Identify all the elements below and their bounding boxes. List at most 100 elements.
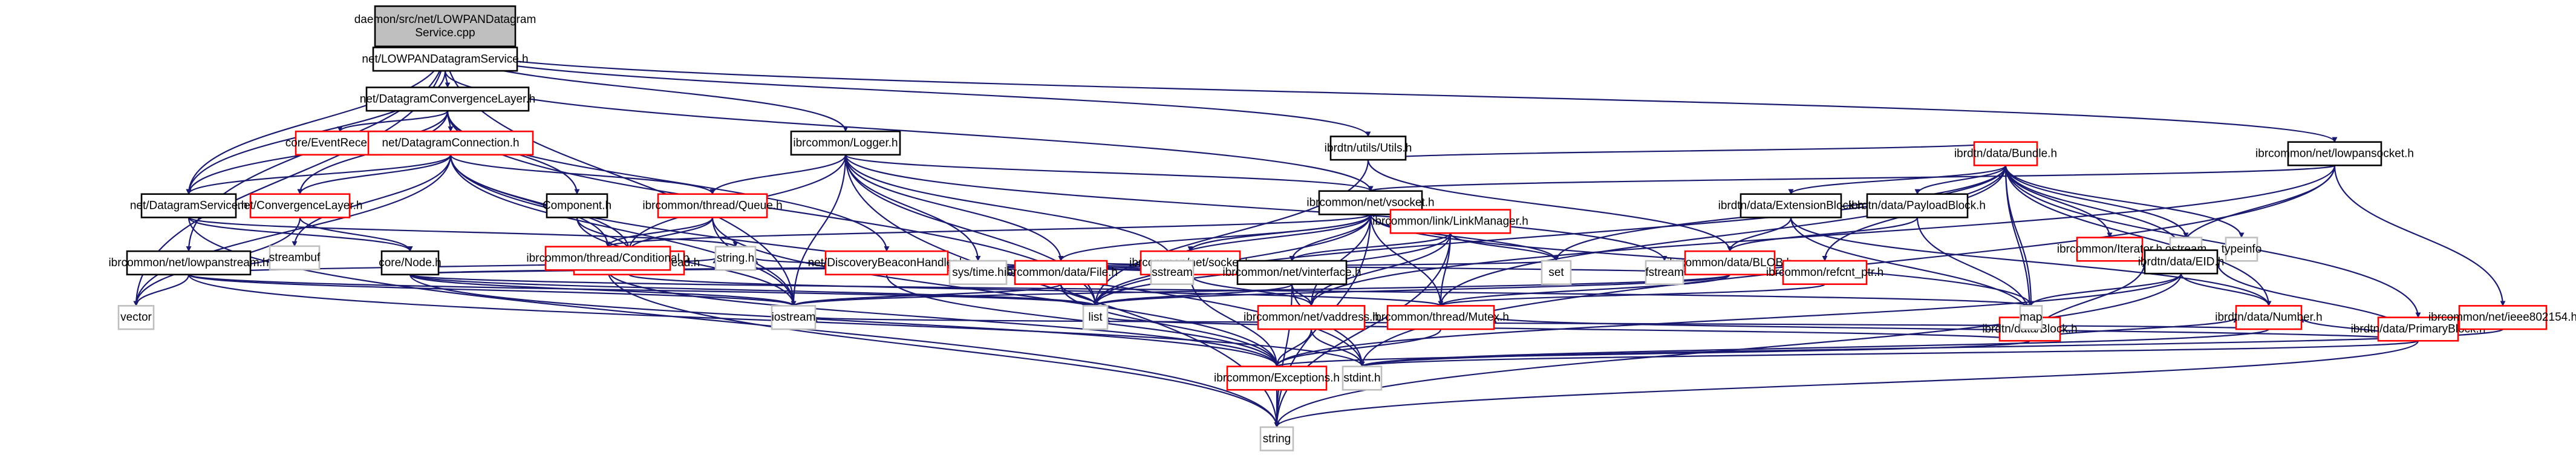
graph-node-payloadblock-h[interactable]: ibrdtn/data/PayloadBlock.h (1849, 193, 1986, 218)
graph-node-dcl-h[interactable]: net/DatagramConvergenceLayer.h (360, 87, 535, 112)
graph-node-set: set (1541, 260, 1572, 285)
graph-node-lowpanstream-h[interactable]: ibrcommon/net/lowpanstream.h (108, 250, 269, 276)
graph-node-list: list (1082, 305, 1109, 330)
node-label: net/ConvergenceLayer.h (237, 200, 362, 212)
graph-node-utils-h[interactable]: ibrdtn/utils/Utils.h (1325, 136, 1412, 161)
node-box (714, 246, 757, 271)
node-box (2235, 305, 2303, 330)
graph-node-dconn-h[interactable]: net/DatagramConnection.h (367, 130, 534, 156)
node-box (1226, 365, 1328, 391)
edge-node_h-to-map (409, 273, 2033, 307)
node-label: net/DatagramConnection.h (382, 137, 519, 149)
edge-eid_h-to-number_h (2180, 273, 2272, 307)
graph-node-queue-h[interactable]: ibrcommon/thread/Queue.h (642, 193, 783, 218)
node-label: ibrcommon/net/vaddress.h (1244, 311, 1379, 324)
graph-node-conditional-h[interactable]: ibrcommon/thread/Conditional.h (526, 246, 690, 271)
graph-node-dservice-h[interactable]: net/DatagramService.h (130, 193, 247, 218)
edge-mutex_h-to-exceptions_h (1274, 329, 1442, 367)
edge-eid_h-to-exceptions_h (1274, 273, 2182, 367)
graph-node-vector: vector (117, 305, 155, 330)
edge-file_h-to-exceptions_h (1060, 284, 1280, 367)
graph-node-node-h[interactable]: core/Node.h (379, 250, 442, 276)
edge-eid_h-to-map (2028, 273, 2182, 307)
nodes-layer: daemon/src/net/LOWPANDatagramService.cpp… (108, 5, 2576, 451)
graph-node-linkmanager-h[interactable]: ibrcommon/link/LinkManager.h (1372, 209, 1528, 234)
graph-node-eid-h[interactable]: ibrdtn/data/EID.h (2138, 249, 2225, 275)
edge-vinterface_h-to-list (1092, 283, 1293, 307)
edge-dconn_h-to-cl_h (297, 154, 452, 195)
graph-node-extblock-h[interactable]: ibrdtn/data/ExtensionBlock.h (1718, 193, 1864, 218)
node-box (1973, 141, 2038, 166)
graph-node-file-h[interactable]: ibrcommon/data/File.h (1004, 260, 1118, 285)
graph-node-refcnt-h[interactable]: ibrcommon/refcnt_ptr.h (1766, 260, 1883, 285)
graph-node-vinterface-h[interactable]: ibrcommon/net/vinterface.h (1222, 260, 1361, 285)
graph-node-ieee-h[interactable]: ibrcommon/net/ieee802154.h (2428, 305, 2576, 330)
edge-logger_h-to-queue_h (709, 154, 847, 195)
edge-dconn_h-to-queue_h (449, 154, 716, 195)
node-label: ibrdtn/data/EID.h (2138, 255, 2225, 268)
edge-lowpan_ds_h-to-vsocket_h (444, 70, 1374, 192)
edge-bundle_h-to-primaryblock_h (2004, 165, 2421, 318)
graph-node-component-h[interactable]: Component.h (543, 193, 611, 218)
node-label: ibrdtn/utils/Utils.h (1325, 142, 1412, 154)
graph-node-vaddress-h[interactable]: ibrcommon/net/vaddress.h (1244, 305, 1379, 330)
edge-root-to-dservice_h (186, 46, 446, 195)
edge-primaryblock_h-to-stdint_h (1360, 340, 2419, 367)
graph-node-blob-h[interactable]: ibrcommon/data/BLOB.h (1667, 250, 1793, 276)
node-box (1866, 193, 1969, 218)
node-label: Service.cpp (415, 27, 475, 39)
edge-vsocket_h-to-file_h (1058, 214, 1372, 261)
node-label: ibrcommon/thread/Queue.h (642, 200, 782, 212)
edge-utils_h-to-blob_h (1367, 160, 1733, 252)
edge-dservice_h-to-string_h (187, 217, 739, 247)
edge-bundle_h-to-typeinfo (2004, 165, 2245, 238)
node-label: core/EventReceiver.h (285, 137, 395, 149)
edge-eid_h-to-string (1274, 273, 2182, 428)
node-box (2144, 249, 2219, 275)
graph-node-logger-h[interactable]: ibrcommon/Logger.h (790, 130, 901, 156)
node-label: map (2020, 311, 2043, 324)
graph-node-dbh-h[interactable]: net/DiscoveryBeaconHandler.h (808, 250, 966, 276)
node-box (367, 130, 534, 156)
edge-dservice_h-to-string (187, 217, 1280, 428)
edge-lowpanstream_h-to-vector (133, 274, 190, 307)
edge-lowpansocket_h-to-eid_h (2178, 165, 2336, 251)
graph-node-bundle-h[interactable]: ibrdtn/data/Bundle.h (1954, 141, 2057, 166)
edge-primaryblock_h-to-string (1274, 340, 2419, 428)
graph-node-lowpan-ds-h[interactable]: net/LOWPANDatagramService.h (362, 47, 529, 72)
graph-node-fstream: fstream (1645, 260, 1684, 285)
graph-node-mutex-h[interactable]: ibrcommon/thread/Mutex.h (1372, 305, 1509, 330)
node-box (1342, 365, 1383, 391)
node-label: ibrcommon/net/lowpanstream.h (108, 257, 269, 269)
edge-linkmanager_h-to-set (1449, 232, 1559, 261)
node-box (546, 193, 608, 218)
node-box (2287, 141, 2382, 166)
node-box (790, 130, 901, 156)
edge-dcl_h-to-eventreceiver_h (337, 110, 449, 133)
node-label: string.h (717, 252, 754, 264)
edge-utils_h-to-list (1092, 160, 1369, 307)
node-box (1782, 260, 1868, 285)
node-box (948, 260, 1008, 285)
node-box (365, 87, 530, 112)
node-label: ibrcommon/thread/Conditional.h (526, 252, 689, 264)
graph-node-iterator-h[interactable]: ibrcommon/Iterator.h (2057, 237, 2162, 262)
node-box (269, 245, 321, 270)
node-box (2076, 237, 2144, 262)
node-box (657, 193, 768, 218)
edge-logger_h-to-systime_h (844, 154, 981, 261)
graph-node-cl-h[interactable]: net/ConvergenceLayer.h (237, 193, 363, 218)
edge-logger_h-to-vsocket_h (844, 154, 1374, 192)
node-label: ibrcommon/data/BLOB.h (1667, 257, 1793, 269)
graph-node-lowpansocket-h[interactable]: ibrcommon/net/lowpansocket.h (2255, 141, 2414, 166)
node-label: ibrdtn/data/Bundle.h (1954, 148, 2057, 160)
graph-node-primaryblock-h[interactable]: ibrdtn/data/PrimaryBlock.h (2351, 316, 2486, 342)
node-label: core/Node.h (379, 257, 442, 269)
edge-refcnt_h-to-mutex_h (1438, 283, 1826, 307)
edge-file_h-to-iostream (791, 283, 1062, 307)
graph-node-exceptions-h[interactable]: ibrcommon/Exceptions.h (1214, 365, 1340, 391)
node-label: ibrcommon/Iterator.h (2057, 243, 2162, 255)
edge-cl_h-to-node_h (299, 217, 413, 252)
graph-node-number-h[interactable]: ibrdtn/data/Number.h (2215, 305, 2323, 330)
